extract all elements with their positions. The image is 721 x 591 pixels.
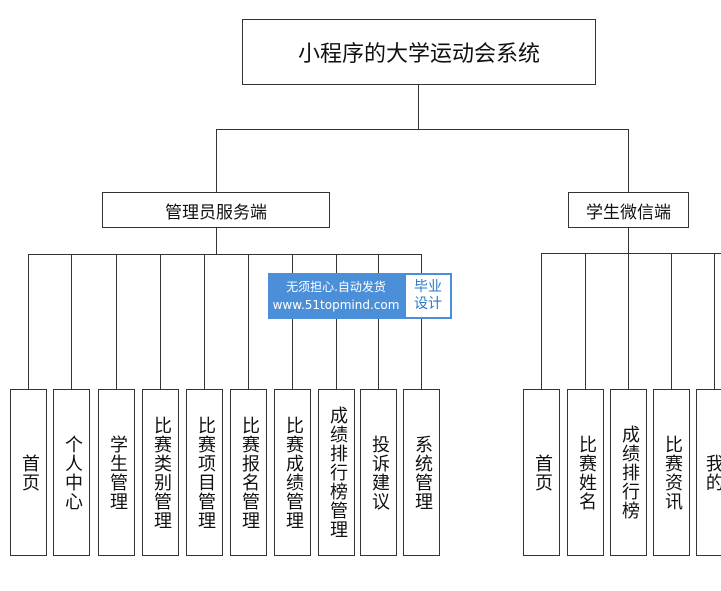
watermark-badge: 无须担心.自动发货 www.51topmind.com 毕业 设计 [268,273,452,319]
student-drop-line [541,253,542,389]
module-label: 比赛项目管理 [194,415,216,530]
module-label: 比赛成绩管理 [282,415,304,530]
watermark-tag1: 毕业 [414,278,442,295]
watermark-line2: www.51topmind.com [272,298,400,312]
admin-module-student-management: 学生管理 [98,389,135,556]
admin-module-system-management: 系统管理 [403,389,440,556]
watermark-text-block: 无须担心.自动发货 www.51topmind.com [268,273,404,319]
student-connector-up [628,129,629,192]
student-drop-line [714,253,715,389]
module-label: 投诉建议 [368,434,390,511]
root-connector [418,85,419,130]
admin-connector-up [216,129,217,192]
admin-drop-line [336,254,337,389]
module-label: 首页 [18,453,40,492]
admin-node: 管理员服务端 [102,192,330,228]
admin-module-event-management: 比赛项目管理 [186,389,223,556]
admin-connector-down [216,228,217,254]
student-module-home: 首页 [523,389,560,556]
module-label: 首页 [531,453,553,492]
admin-drop-line [292,254,293,389]
watermark-tag2: 设计 [414,296,442,312]
student-module-competition-name: 比赛姓名 [567,389,604,556]
student-connector-down [628,228,629,253]
admin-module-complaints: 投诉建议 [360,389,397,556]
level2-bus [216,129,629,130]
root-title: 小程序的大学运动会系统 [297,42,540,67]
admin-drop-line [421,254,422,389]
student-drop-line [628,253,629,389]
admin-module-score-management: 比赛成绩管理 [274,389,311,556]
admin-drop-line [71,254,72,389]
admin-drop-line [160,254,161,389]
student-module-news: 比赛资讯 [653,389,690,556]
module-label: 比赛资讯 [661,434,683,511]
module-label: 成绩排行榜管理 [326,406,348,539]
student-modules-bus [541,253,721,254]
student-label: 学生微信端 [586,202,671,223]
root-node: 小程序的大学运动会系统 [242,19,596,85]
module-label: 系统管理 [411,434,433,511]
admin-drop-line [248,254,249,389]
admin-label: 管理员服务端 [165,202,267,223]
module-label: 个人中心 [61,434,83,511]
module-label: 比赛报名管理 [238,415,260,530]
module-label: 我的 [702,453,721,492]
module-label: 比赛姓名 [575,434,597,511]
admin-modules-bus [28,254,422,255]
student-node: 学生微信端 [568,192,689,228]
admin-module-personal-center: 个人中心 [53,389,90,556]
admin-drop-line [28,254,29,389]
admin-module-ranking-management: 成绩排行榜管理 [318,389,355,556]
admin-module-home: 首页 [10,389,47,556]
admin-module-registration-management: 比赛报名管理 [230,389,267,556]
admin-drop-line [204,254,205,389]
watermark-tag: 毕业 设计 [404,273,452,319]
student-module-ranking: 成绩排行榜 [610,389,647,556]
module-label: 成绩排行榜 [618,425,640,520]
student-drop-line [671,253,672,389]
module-label: 比赛类别管理 [150,415,172,530]
admin-drop-line [378,254,379,389]
admin-module-category-management: 比赛类别管理 [142,389,179,556]
student-drop-line [585,253,586,389]
admin-drop-line [116,254,117,389]
student-module-mine: 我的 [696,389,721,556]
watermark-line1: 无须担心.自动发货 [286,280,386,294]
module-label: 学生管理 [106,434,128,511]
